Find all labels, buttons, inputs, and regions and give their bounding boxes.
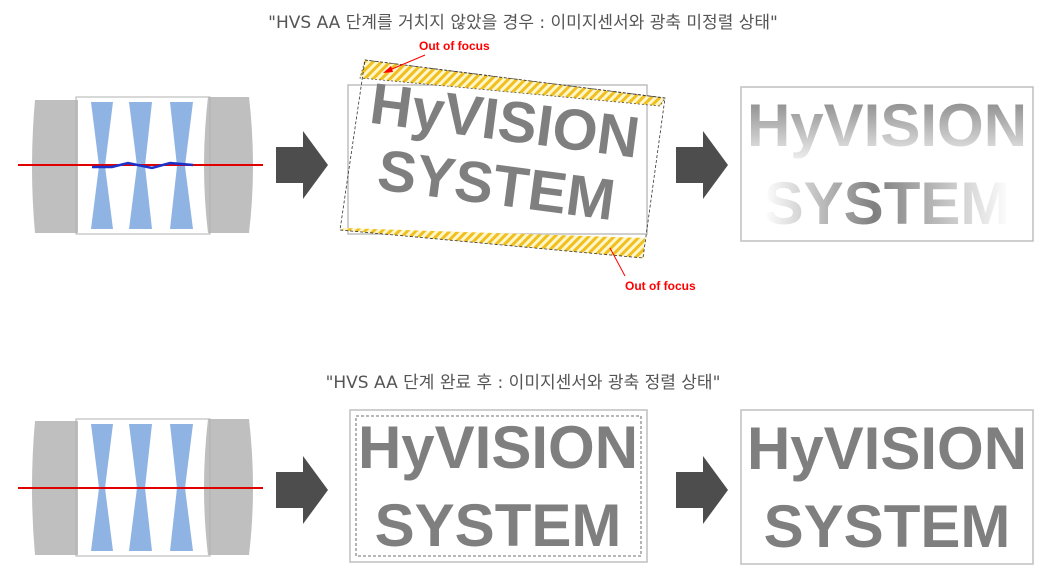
blurred-result-image: HyVISION SYSTEM: [740, 86, 1034, 242]
top-caption: "HVS AA 단계를 거치지 않았을 경우 : 이미지센서와 광축 미정렬 상…: [268, 13, 778, 33]
focus-path-line: [92, 161, 194, 170]
result-frame: [740, 409, 1034, 565]
arrow-right-icon: [676, 131, 728, 199]
result-text-line1: HyVISION: [747, 92, 1027, 159]
image-plane-outline: [355, 415, 642, 557]
sharp-result-image: HyVISION SYSTEM: [740, 409, 1034, 565]
result-text-line1: HyVISION: [747, 415, 1027, 482]
sensor-text-line1: HyVISION: [358, 414, 638, 481]
callout-line-bottom: [609, 247, 626, 277]
result-text-line2: SYSTEM: [764, 170, 1011, 237]
arrow-right-icon: [276, 456, 328, 524]
bottom-caption: "HVS AA 단계 완료 후 : 이미지센서와 광축 정렬 상태": [325, 373, 721, 393]
aligned-sensor: HyVISION SYSTEM: [349, 409, 648, 563]
out-of-focus-note-top: Out of focus: [419, 39, 490, 53]
lens-barrel-left: [32, 100, 78, 233]
misaligned-sensor: HyVISION SYSTEM Out of focus Out of focu…: [339, 39, 696, 293]
result-frame: [740, 86, 1034, 242]
sensor-text-line2: SYSTEM: [375, 492, 622, 559]
callout-arrowhead-top: [383, 66, 393, 73]
arrow-right-icon: [676, 456, 728, 524]
out-of-focus-note-bottom: Out of focus: [625, 279, 696, 293]
result-text-line2: SYSTEM: [764, 493, 1011, 560]
lens-assembly-aligned: [18, 418, 263, 557]
out-of-focus-zone-bottom: [340, 228, 645, 258]
arrow-right-icon: [276, 131, 328, 199]
tilted-image-plane: [339, 59, 666, 259]
lens-assembly-misaligned: [18, 96, 263, 235]
sensor-frame: [349, 409, 648, 563]
